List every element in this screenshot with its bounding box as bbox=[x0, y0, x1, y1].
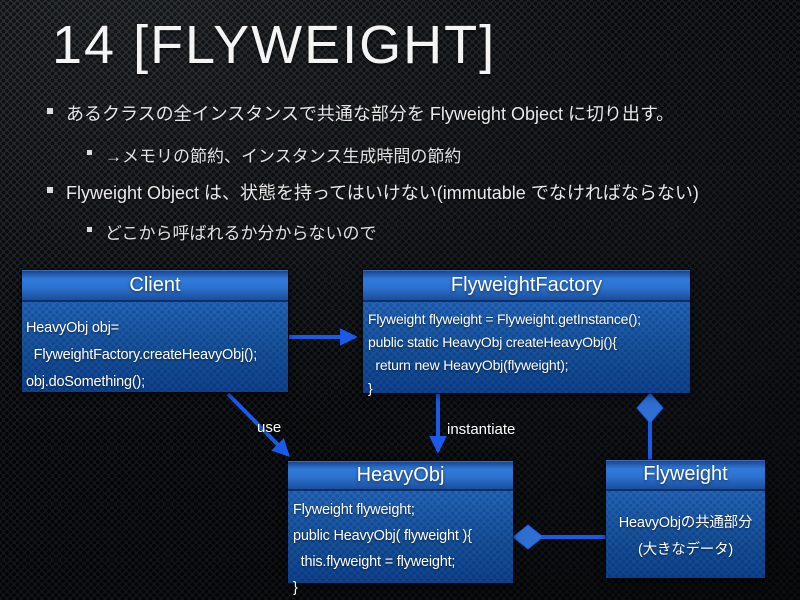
code-line: } bbox=[293, 580, 298, 596]
class-name-client: Client bbox=[22, 270, 288, 302]
bullet-text: どこから呼ばれるか分からないので bbox=[105, 224, 377, 243]
class-box-client: Client HeavyObj obj= FlyweightFactory.cr… bbox=[22, 270, 288, 392]
code-line: } bbox=[368, 380, 373, 396]
bullet-item-1: あるクラスの全インスタンスで共通な部分を Flyweight Object に切… bbox=[47, 100, 674, 126]
code-line: obj.doSomething(); bbox=[26, 374, 145, 390]
code-line: public static HeavyObj createHeavyObj(){ bbox=[368, 334, 617, 350]
code-line: public HeavyObj( flyweight ){ bbox=[293, 528, 472, 544]
class-name-flyweight: Flyweight bbox=[606, 460, 765, 491]
bullet-text: Flyweight Object は、状態を持ってはいけない(immutable… bbox=[66, 183, 699, 203]
code-line: HeavyObj obj= bbox=[26, 320, 119, 336]
slide-title: 14 [FLYWEIGHT] bbox=[52, 15, 497, 75]
class-box-flyweightfactory: FlyweightFactory Flyweight flyweight = F… bbox=[363, 270, 690, 396]
bullet-square-icon bbox=[87, 227, 92, 232]
bullet-item-3: Flyweight Object は、状態を持ってはいけない(immutable… bbox=[47, 179, 699, 205]
edge-label-use: use bbox=[257, 419, 282, 436]
code-line: FlyweightFactory.createHeavyObj(); bbox=[26, 347, 258, 363]
class-body-heavyobj: Flyweight flyweight; public HeavyObj( fl… bbox=[288, 491, 513, 600]
aggregation-diamond-heavyobj bbox=[512, 524, 544, 550]
class-body-flyweightfactory: Flyweight flyweight = Flyweight.getInsta… bbox=[363, 302, 690, 400]
class-body-client: HeavyObj obj= FlyweightFactory.createHea… bbox=[22, 302, 288, 396]
bullet-item-2: →メモリの節約、インスタンス生成時間の節約 bbox=[87, 142, 461, 167]
code-line: Flyweight flyweight = Flyweight.getInsta… bbox=[368, 311, 641, 327]
bullet-text: あるクラスの全インスタンスで共通な部分を Flyweight Object に切… bbox=[66, 104, 675, 124]
class-box-heavyobj: HeavyObj Flyweight flyweight; public Hea… bbox=[288, 461, 513, 596]
bullet-text: →メモリの節約、インスタンス生成時間の節約 bbox=[105, 147, 462, 166]
bullet-square-icon bbox=[87, 150, 92, 155]
code-line: return new HeavyObj(flyweight); bbox=[368, 357, 569, 373]
class-name-heavyobj: HeavyObj bbox=[288, 461, 513, 491]
bullet-item-4: どこから呼ばれるか分からないので bbox=[87, 219, 377, 244]
edge-label-instantiate: instantiate bbox=[447, 421, 516, 438]
bullet-square-icon bbox=[47, 187, 53, 193]
class-box-flyweight: Flyweight HeavyObjの共通部分 (大きなデータ) bbox=[606, 460, 765, 578]
class-body-flyweight: HeavyObjの共通部分 (大きなデータ) bbox=[606, 491, 765, 564]
code-line: HeavyObjの共通部分 bbox=[618, 515, 753, 531]
bullet-square-icon bbox=[47, 108, 53, 114]
class-name-flyweightfactory: FlyweightFactory bbox=[363, 270, 690, 302]
code-line: (大きなデータ) bbox=[637, 542, 734, 558]
code-line: this.flyweight = flyweight; bbox=[293, 554, 456, 570]
code-line: Flyweight flyweight; bbox=[293, 502, 415, 518]
